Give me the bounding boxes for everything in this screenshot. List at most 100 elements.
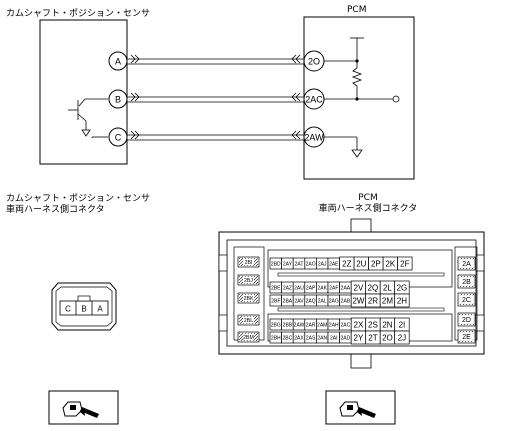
harness-sensor-label-1: カムシャフト・ポジション・センサ (6, 193, 150, 204)
pcm-r3-small-6-label: 2AC (341, 322, 351, 328)
pcm-r2-large-3-cell (394, 293, 410, 308)
pcm-pin-2ac: 2AC (305, 95, 323, 105)
sensor-pin-c: C (115, 133, 122, 143)
pcm-left-2-label: 2BK (244, 296, 254, 302)
pcm-r0-small-1-label: 2AY (283, 261, 293, 267)
pcm-r4-large-3-label: 2J (398, 333, 406, 342)
pcm-r0-large-1-label: 2U (356, 259, 366, 268)
pcm-right-0-label: 2A (462, 261, 471, 268)
pcm-r1-small-3-label: 2AP (306, 285, 316, 291)
pcm-r1-small-2-label: 2AU (294, 285, 304, 291)
pcm-r1-large-0-label: 2V (354, 283, 364, 292)
pcm-pins: 2O 2AC 2AW (303, 50, 325, 148)
pcm-r2-small-6-label: 2AB (341, 298, 351, 304)
pcm-r0-large-0-label: 2Z (342, 259, 351, 268)
sensor-title: カムシャフト・ポジション・センサ (6, 8, 150, 19)
pcm-r4-small-6-label: 2AD (341, 335, 351, 341)
pcm-left-4-label-bg (243, 333, 254, 341)
pcm-r2-large-1-label: 2R (368, 296, 378, 305)
pcm-right-3-label-bg (459, 315, 474, 324)
pcm-left-0-label: 2BI (245, 260, 253, 266)
pcm-r2-small-5-label: 2AG (329, 298, 339, 304)
pcm-r1-large-2-label: 2L (383, 283, 392, 292)
pcm-r4-large-1-label: 2T (368, 333, 377, 342)
pcm-r2-small-3-label: 2AQ (306, 298, 316, 304)
pcm-divider-bar-0 (277, 272, 445, 277)
pcm-r0-large-4-cell (397, 256, 413, 271)
pcm-r1-small-4-label: 2AK (317, 285, 327, 291)
pcm-right-4-label-bg (459, 332, 474, 341)
pcm-r4-large-2-label: 2O (382, 333, 393, 342)
sensor-terminal-marks (130, 54, 140, 140)
small-connector-cell-c: C (65, 305, 71, 314)
pcm-r4-small-3-label: 2AS (306, 335, 316, 341)
pcm-r4-large-0-label: 2Y (354, 333, 364, 342)
pcm-pin-2o: 2O (308, 57, 320, 67)
pcm-r2-large-2-label: 2M (382, 296, 393, 305)
pcm-r3-small-2-label: 2AW (294, 322, 305, 328)
pcm-left-1-label-bg (243, 276, 254, 284)
pcm-r0-small-5-label: 2AE (329, 261, 339, 267)
pcm-r1-small-6-label: 2AA (341, 285, 351, 291)
pcm-r1-small-5-label: 2AF (329, 285, 338, 291)
sensor-pin-a: A (115, 57, 121, 67)
junction-dot (355, 59, 359, 63)
pcm-left-2-label-bg (243, 294, 254, 302)
pcm-r3-large-1-label: 2S (368, 320, 378, 329)
pcm-r0-large-4-label: 2F (400, 259, 409, 268)
small-connector-cell-b: B (81, 305, 86, 314)
harness-pcm-label-2: 車両ハーネス側コネクタ (319, 202, 418, 214)
pcm-r0-large-2-label: 2P (371, 259, 381, 268)
pcm-pin-2aw: 2AW (304, 133, 324, 143)
pcm-r1-small-0-label: 2BE (271, 285, 281, 291)
pcm-r2-small-0-label: 2BF (271, 298, 280, 304)
pcm-left-0-label-bg (243, 258, 254, 266)
pcm-r4-small-1-label: 2BC (283, 335, 293, 341)
pcm-r0-small-3-label: 2AO (306, 261, 316, 267)
pcm-right-3-label: 2D (462, 317, 471, 324)
sensor-pin-b: B (115, 95, 121, 105)
pcm-r3-large-3-label: 2I (399, 320, 406, 329)
pcm-r2-large-0-label: 2W (352, 296, 364, 305)
pcm-left-1-label: 2BJ (244, 278, 253, 284)
pcm-r2-large-3-label: 2H (397, 296, 407, 305)
pcm-r4-large-3-cell (394, 330, 410, 345)
pcm-r0-small-0-label: 2BD (271, 261, 281, 267)
view-direction-icon (325, 390, 396, 425)
pcm-left-3-label: 2BL (244, 318, 253, 324)
wires (127, 58, 304, 141)
pcm-right-2-label-bg (459, 295, 474, 304)
pcm-r4-small-5-label: 2AI (330, 335, 338, 341)
pcm-r0-large-3-label: 2K (385, 259, 395, 268)
pcm-divider-bar-1 (277, 307, 445, 312)
sensor-pins: A B C (108, 51, 128, 147)
pcm-r1-small-1-label: 2AZ (283, 285, 292, 291)
harness-sensor-label-2: 車両ハーネス側コネクタ (6, 203, 105, 215)
pcm-r3-small-0-label: 2BG (271, 322, 281, 328)
pcm-left-3-label-bg (243, 316, 254, 324)
pcm-right-4-label: 2E (462, 334, 471, 341)
pcm-right-1-label: 2B (462, 279, 471, 286)
transistor-symbol (68, 98, 108, 138)
pcm-r3-large-0-label: 2X (354, 320, 364, 329)
junction-dot (355, 97, 359, 101)
small-connector-cell-a: A (97, 305, 103, 314)
pcm-r1-large-3-label: 2G (397, 283, 408, 292)
pcm-r4-small-2-label: 2AX (294, 335, 304, 341)
pcm-r1-large-1-label: 2Q (368, 283, 379, 292)
view-direction-icon (48, 390, 119, 425)
pcm-r2-small-2-label: 2AV (294, 298, 304, 304)
pcm-r2-small-1-label: 2BA (283, 298, 293, 304)
pcm-left-4-label: 2BM (243, 335, 254, 341)
pcm-title: PCM (347, 5, 366, 15)
pcm-right-1-label-bg (459, 277, 474, 286)
pcm-r2-small-4-label: 2AL (318, 298, 327, 304)
pcm-r3-small-4-label: 2AM (317, 322, 327, 328)
pcm-r3-small-3-label: 2AR (306, 322, 316, 328)
harness-pcm-label-1: PCM (358, 193, 377, 203)
pcm-r3-large-2-label: 2N (382, 320, 392, 329)
pcm-right-2-label: 2C (462, 297, 471, 304)
sensor-harness-connector: C B A (51, 282, 117, 331)
pcm-r4-small-4-label: 2AN (317, 335, 327, 341)
